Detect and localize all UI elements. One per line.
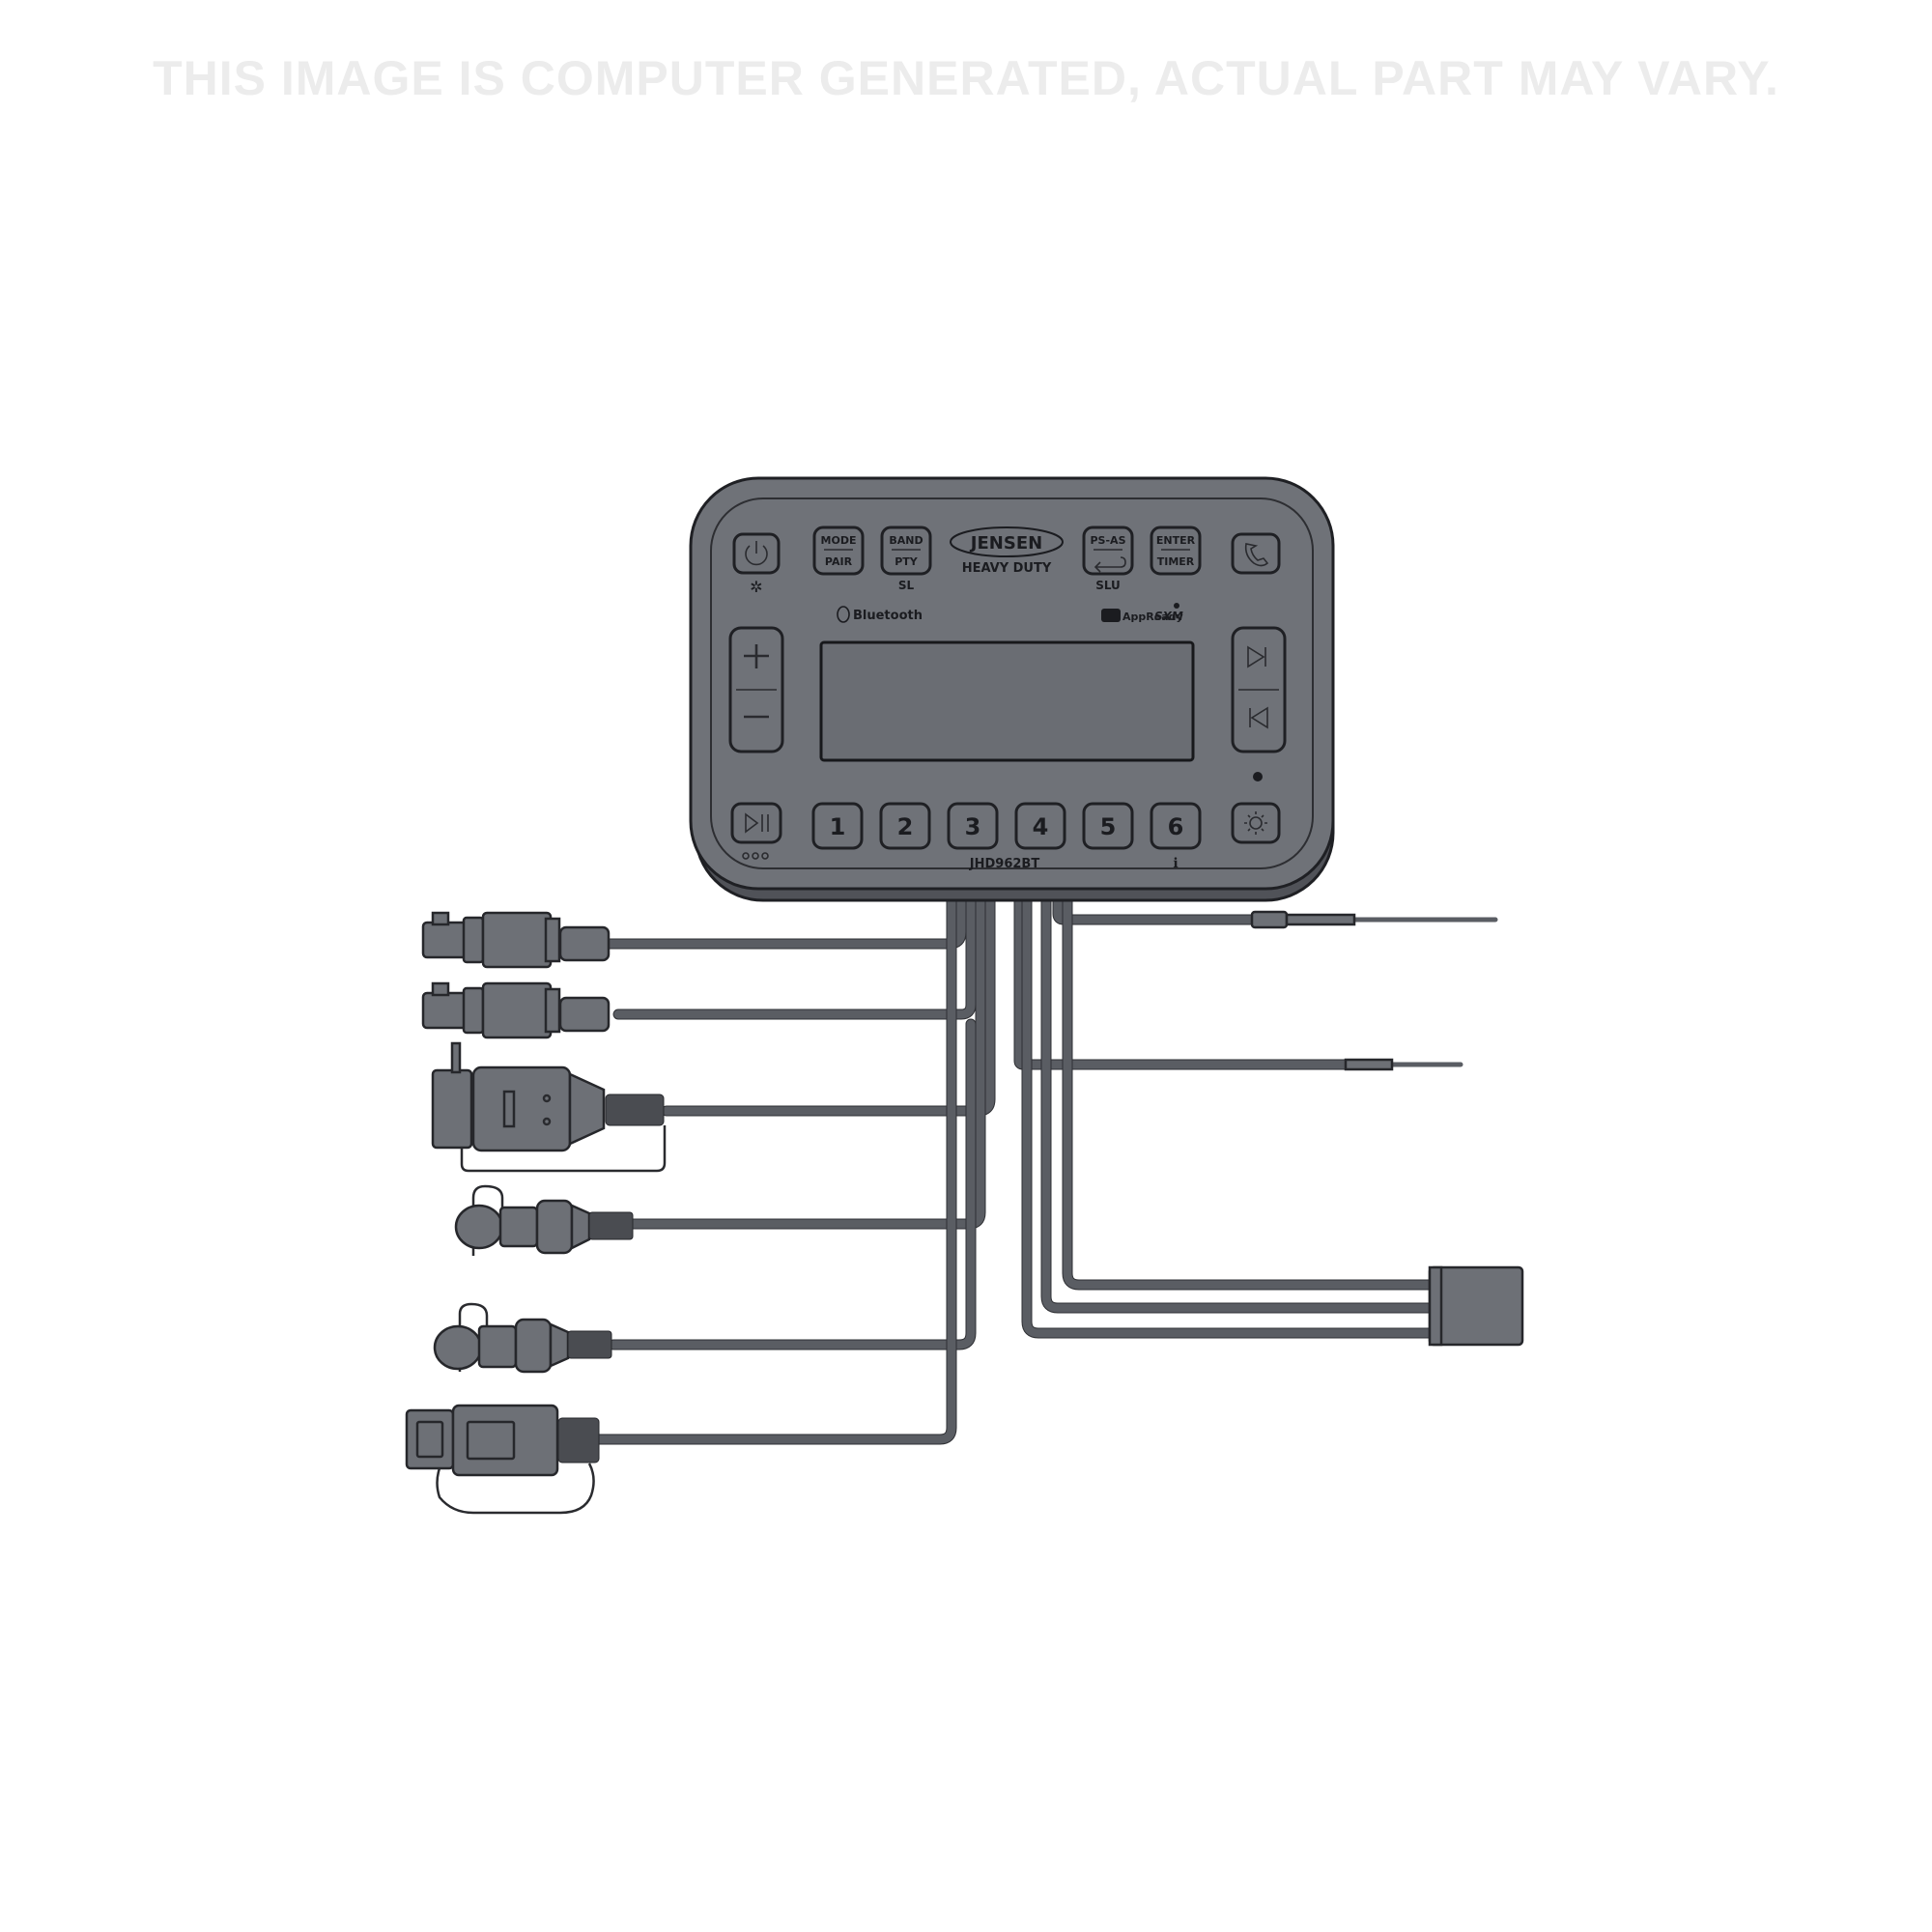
ir-sensor: [1253, 772, 1263, 781]
button-label-bottom: PAIR: [825, 555, 853, 568]
speaker-connector: [421, 981, 611, 1039]
info-icon: ℹ: [1173, 856, 1178, 871]
dimmer-icon: [1244, 811, 1267, 835]
ps-as-button[interactable]: PS-AS: [1082, 526, 1134, 576]
svg-text:✲: ✲: [750, 578, 762, 596]
wire-harness: [593, 891, 1498, 1445]
phone-icon: [1244, 543, 1269, 567]
preset-button-2[interactable]: 2: [879, 802, 931, 850]
preset-button-4[interactable]: 4: [1014, 802, 1066, 850]
phone-button[interactable]: [1231, 532, 1281, 575]
usb-connector: [431, 1041, 667, 1173]
button-label-bottom: PTY: [895, 555, 919, 568]
dots-icon: [742, 852, 769, 860]
brand-sub-text: HEAVY DUTY: [962, 561, 1052, 576]
button-label-top: MODE: [821, 534, 857, 547]
preset-label: 2: [897, 813, 914, 840]
aux-connector: [454, 1184, 634, 1256]
track-rocker[interactable]: [1231, 626, 1287, 753]
enter-timer-button[interactable]: ENTER TIMER: [1150, 526, 1202, 576]
svg-text:ℹ: ℹ: [1173, 856, 1178, 871]
button-label-bottom: TIMER: [1157, 555, 1195, 568]
aux-connector: [433, 1302, 612, 1374]
mode-pair-button[interactable]: MODE PAIR: [812, 526, 865, 576]
preset-button-6[interactable]: 6: [1150, 802, 1202, 850]
bluetooth-badge: Bluetooth: [837, 606, 923, 623]
button-label-top: BAND: [889, 534, 923, 547]
return-arrow-icon: [1094, 556, 1126, 573]
sxm-label: SXM: [1154, 610, 1183, 623]
jensen-logo: JENSEN HEAVY DUTY: [950, 526, 1064, 576]
app-ready-label: AppReady: [1122, 611, 1183, 623]
play-pause-button[interactable]: [730, 802, 782, 844]
play-pause-icon: [745, 812, 769, 834]
preset-label: 5: [1100, 813, 1117, 840]
ambient-light-icon: ✲: [750, 578, 762, 596]
button-sublabel: SL: [898, 579, 915, 592]
head-unit: [689, 476, 1335, 902]
preset-label: 1: [830, 813, 846, 840]
power-connector: [405, 1404, 600, 1515]
preset-button-3[interactable]: 3: [947, 802, 999, 850]
square-plug-connector: [1428, 1265, 1524, 1347]
next-track-icon: [1247, 645, 1266, 668]
preset-button-5[interactable]: 5: [1082, 802, 1134, 850]
previous-track-icon: [1249, 706, 1268, 729]
volume-rocker[interactable]: [728, 626, 784, 753]
model-number: JHD962BT: [969, 857, 1040, 871]
band-pty-button[interactable]: BAND PTY: [880, 526, 932, 576]
power-button[interactable]: [732, 532, 781, 575]
preset-label: 3: [965, 813, 981, 840]
wire-ferrule: [1344, 1058, 1394, 1071]
preset-button-1[interactable]: 1: [811, 802, 864, 850]
button-label-top: PS-AS: [1091, 534, 1126, 547]
preset-label: 4: [1033, 813, 1049, 840]
wire-ferrule: [1250, 910, 1356, 929]
dimmer-button[interactable]: [1231, 802, 1281, 844]
disclaimer-text: THIS IMAGE IS COMPUTER GENERATED, ACTUAL…: [153, 51, 1779, 105]
power-icon: [745, 541, 768, 566]
preset-label: 6: [1168, 813, 1184, 840]
brand-logo-text: JENSEN: [969, 533, 1042, 554]
button-label-top: ENTER: [1156, 534, 1196, 547]
volume-up-icon: [744, 644, 769, 668]
button-sublabel: SLU: [1095, 579, 1121, 592]
bluetooth-icon: [837, 606, 850, 623]
speaker-connector: [421, 911, 611, 969]
app-ready-badge: AppReady SXM: [1101, 603, 1183, 623]
bluetooth-label: Bluetooth: [853, 609, 923, 623]
